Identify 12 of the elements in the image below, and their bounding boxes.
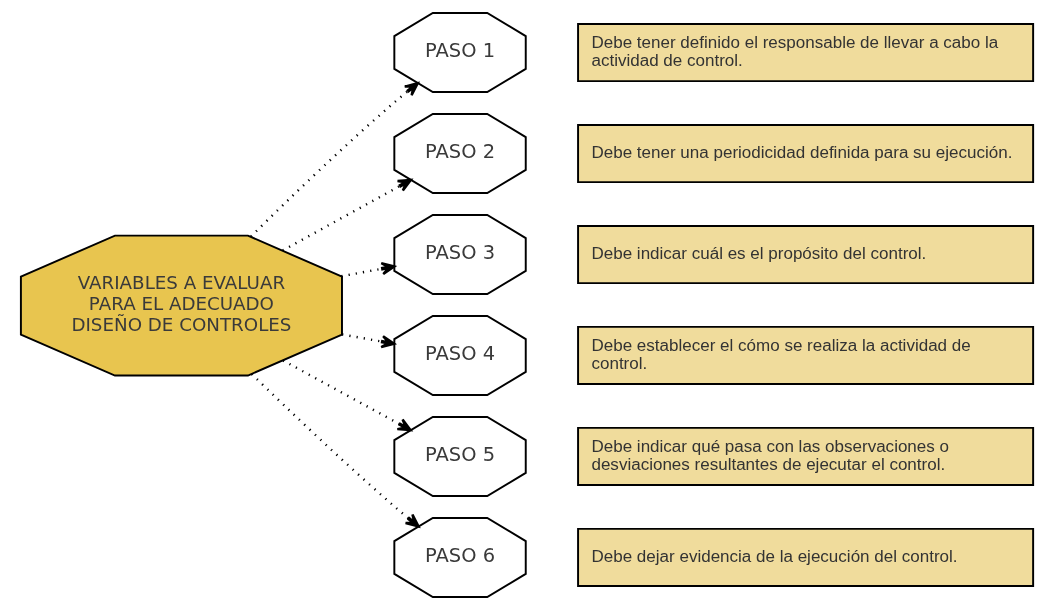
node-box: Debe tener una periodicidad definida para su ejecución. [576,123,1034,184]
node-box: Debe tener definido el responsable de llevar a cabo la actividad de control. [576,22,1034,83]
arrow [340,262,395,278]
node-box: Debe indicar qué pasa con las observaciones o desviaciones resultantes de ejecutar el control. [576,426,1034,487]
arrow [282,359,412,432]
arrow [249,82,419,238]
node-box: Debe dejar evidencia de la ejecución del control. [576,527,1034,588]
node-box: Debe establecer el cómo se realiza la actividad de control. [576,325,1034,386]
arrow [281,178,412,252]
arrow [341,333,395,349]
node-box: Debe indicar cuál es el propósito del control. [576,224,1034,285]
arrow [250,373,420,528]
